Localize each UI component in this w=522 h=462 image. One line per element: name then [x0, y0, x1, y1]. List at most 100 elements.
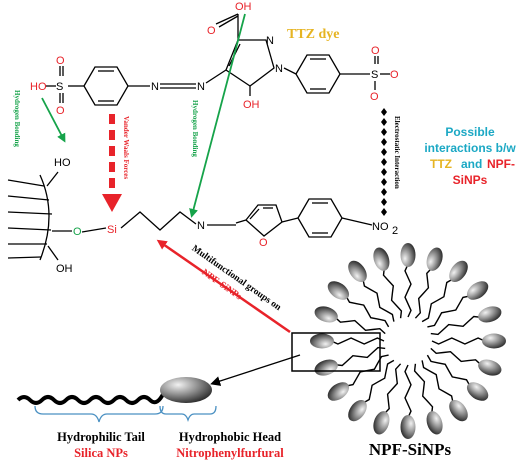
surfactant-tail [335, 346, 386, 367]
nanoparticle-label: NPF-SiNPs [369, 440, 452, 459]
furan-ring [235, 204, 283, 237]
possible-and: and [461, 157, 482, 171]
atom-ho-surface: HO [54, 157, 71, 169]
surfactant-head [400, 415, 416, 439]
hydrogen-bond-arrow-center [189, 13, 246, 218]
hydrogen-bonding-label-center: Hydrogen Bonding [191, 100, 199, 157]
surfactant-head [373, 411, 390, 435]
head-subtitle: Nitrophenylfurfural [176, 446, 284, 460]
atom-o-left-top: O [56, 55, 65, 67]
surfactant-head [478, 359, 502, 376]
possible-ttz: TTZ [430, 157, 452, 171]
surfactant-head [327, 382, 350, 401]
tail-title: Hydrophilic Tail [57, 430, 145, 444]
ttz-dye-structure: HO S O O N N N N [30, 1, 399, 117]
npf-sinp-nanoparticle [310, 243, 506, 439]
hydrophilic-tail [16, 386, 174, 405]
surfactant-head [327, 281, 350, 300]
atom-ho-sulfonic: HO [30, 81, 47, 93]
surfactant-tail [427, 295, 471, 328]
head-title: Hydrophobic Head [179, 430, 281, 444]
surfactant-head [348, 399, 367, 422]
atom-o-minus: O [370, 91, 379, 103]
surfactant-head [348, 260, 367, 283]
benzene-ring-right [295, 54, 341, 94]
atom-o-carboxyl: O [207, 25, 216, 37]
surfactant-tail [331, 337, 385, 345]
nitrophenyl-ring [297, 198, 343, 238]
zoom-selection-box [291, 332, 381, 372]
silica-surface [7, 171, 72, 261]
atom-no2-subscript: 2 [392, 225, 398, 237]
surfactant-tail [404, 364, 412, 418]
atom-oh-carboxyl: OH [235, 1, 252, 13]
surfactant-head [466, 382, 489, 401]
atom-o-furan: O [259, 237, 268, 249]
surfactant-head [373, 247, 390, 271]
surfactant-tail [431, 337, 485, 345]
atom-s-right: S [371, 69, 378, 81]
surfactant-head [314, 306, 338, 323]
surfactant-head [482, 333, 506, 349]
surfactant-tail [430, 347, 482, 366]
surfactant-tail [382, 268, 403, 319]
surfactant-tail [334, 316, 386, 335]
hydrogen-bond-arrow-left [41, 97, 66, 143]
surfactant-tail [383, 363, 402, 415]
atom-oh-pyrazole: OH [243, 99, 260, 111]
van-der-waals-label: Vander Waals Forces [122, 116, 130, 179]
atom-o-left-bottom: O [56, 105, 65, 117]
van-der-waals-arrowhead [102, 194, 122, 212]
surfactant-tail [426, 354, 471, 387]
multifunctional-label: Multifunctional groups on NPF-SiNPs [190, 244, 284, 314]
ttz-dye-title: TTZ dye [287, 27, 340, 42]
atom-n-pyrazole-1: N [266, 35, 274, 47]
atom-o-right: O [390, 69, 399, 81]
hydrophobic-head [160, 377, 212, 403]
surfactant-head [478, 306, 502, 323]
possible-npf-1: NPF- [487, 157, 515, 171]
surfactant-head [400, 243, 416, 267]
surfactant-head [314, 359, 338, 376]
enlarged-surfactant [16, 377, 212, 405]
electrostatic-label: Electrostatic Interaction [393, 116, 401, 189]
atom-oh-surface: OH [56, 263, 73, 275]
atom-s-left: S [56, 81, 63, 93]
head-brace [159, 405, 217, 423]
benzene-ring-left [83, 66, 129, 106]
atom-n-azo-2: N [197, 81, 205, 93]
atom-n-azo-1: N [151, 81, 159, 93]
zoom-arrow [210, 354, 301, 386]
surfactant-head [449, 260, 468, 283]
surfactant-tail [421, 360, 454, 404]
surfactant-tail [345, 295, 390, 328]
atom-si: Si [107, 224, 117, 236]
surfactant-head [449, 399, 468, 422]
possible-line2: interactions b/w [424, 141, 516, 155]
surfactant-head [426, 411, 443, 435]
surfactant-head [310, 333, 334, 349]
atom-no2: NO [372, 221, 389, 233]
surfactant-tail [362, 278, 395, 322]
surfactant-tail [404, 264, 412, 318]
multifunctional-arrow [156, 239, 291, 334]
atom-o-right-top: O [371, 45, 380, 57]
surfactant-head [426, 247, 443, 271]
possible-interactions-note: Possible interactions b/w TTZ and NPF- S… [424, 125, 516, 187]
possible-line1: Possible [445, 125, 495, 139]
surfactant-tail [430, 315, 481, 336]
surfactant-tail [362, 359, 395, 404]
possible-npf-2: SiNPs [453, 173, 488, 187]
propyl-linker [120, 211, 197, 231]
surfactant-tail [421, 278, 454, 323]
electrostatic-interaction-chain [381, 108, 387, 216]
surfactant-tail [414, 267, 433, 319]
atom-n-imine: N [197, 220, 205, 232]
tail-subtitle: Silica NPs [74, 446, 128, 460]
surfactant-tail [413, 363, 434, 414]
tail-brace [34, 405, 164, 423]
atom-n-pyrazole-2: N [275, 63, 283, 75]
surfactant-head [466, 281, 489, 300]
atom-o-surface: O [73, 226, 82, 238]
